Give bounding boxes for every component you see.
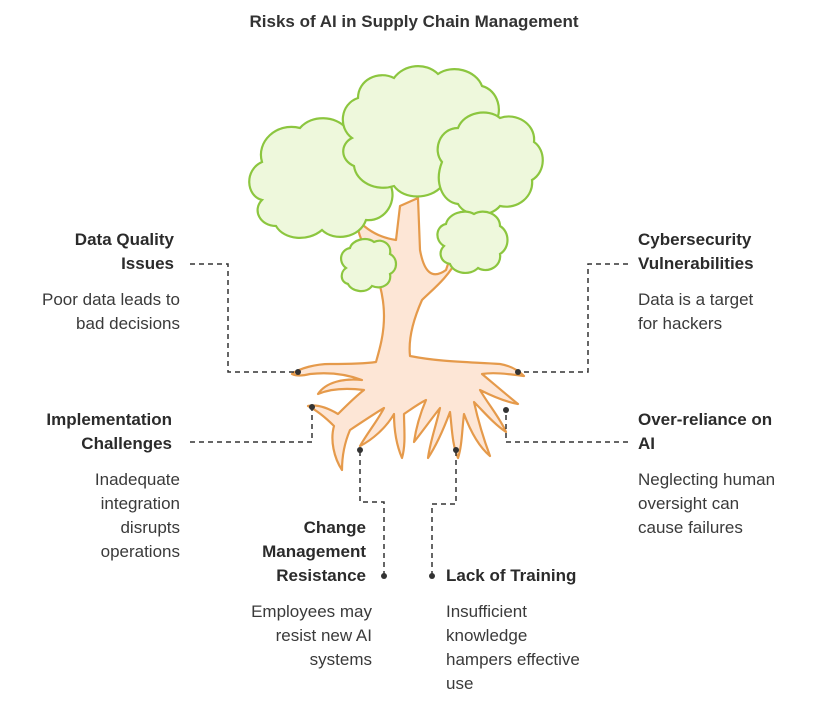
tree-trunk-and-roots [290,196,526,472]
dot-change-management-root [357,447,363,453]
dot-lack-of-training-root [453,447,459,453]
canopy-cloud-small-left [340,238,398,293]
dot-over-reliance [503,407,509,413]
tree-canopy [248,65,544,293]
canopy-cloud-small-right [436,210,509,274]
connectors [190,263,628,576]
dot-lack-of-training [429,573,435,579]
connector-data-quality [190,263,298,373]
connector-cybersecurity [518,263,628,373]
dot-cybersecurity [515,369,521,375]
canopy-cloud-right [436,111,544,216]
connector-over-reliance [505,410,628,443]
connector-implementation [190,407,313,443]
dot-change-management [381,573,387,579]
tree-trunk [290,196,526,472]
dot-data-quality [295,369,301,375]
dot-implementation [309,404,315,410]
connector-lack-of-training [431,450,457,576]
connector-dots [295,369,521,579]
diagram-title: Risks of AI in Supply Chain Management [249,12,579,31]
risk-lack-of-training-title: Lack of Training [446,566,577,585]
connector-change-management [359,450,385,576]
